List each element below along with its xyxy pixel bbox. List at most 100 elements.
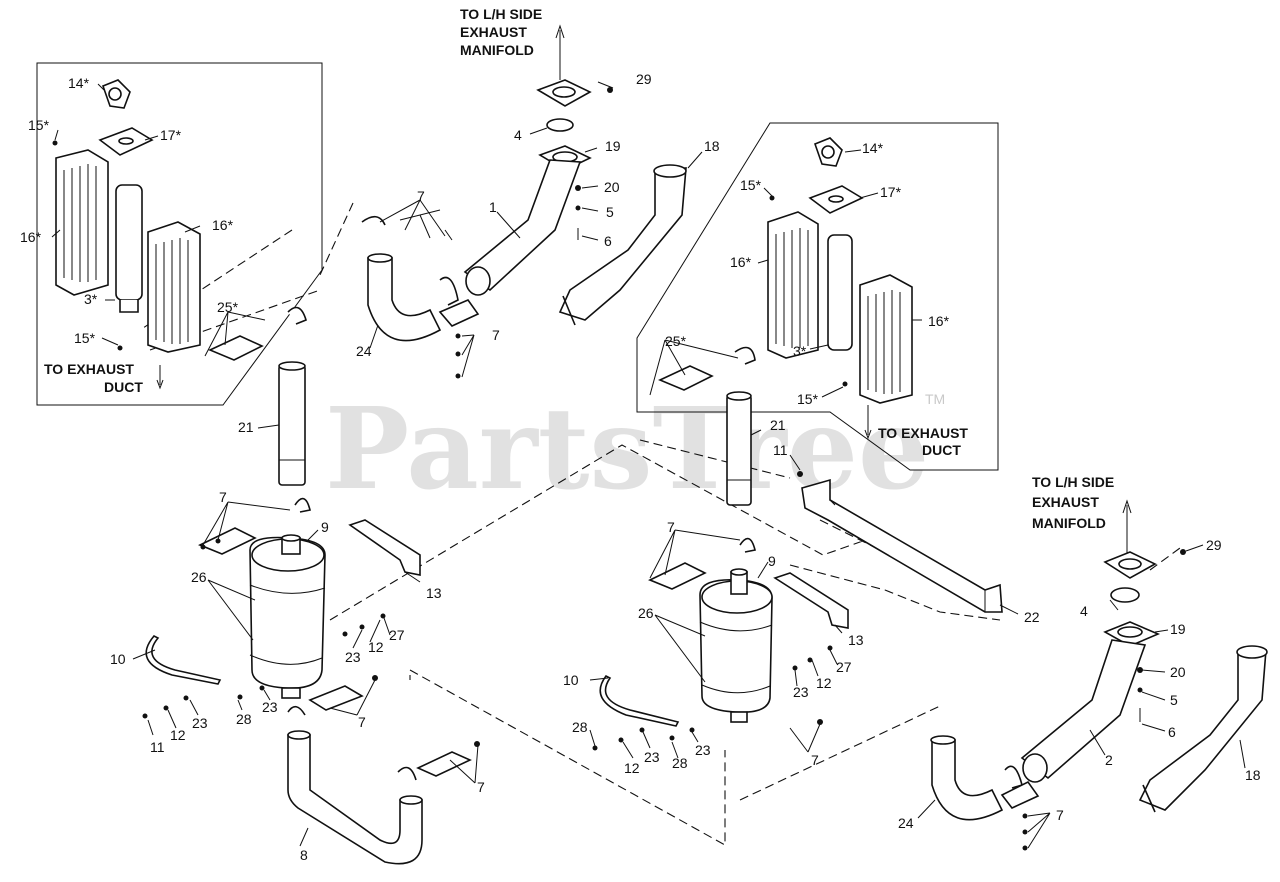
callout-label: 23 xyxy=(793,684,809,700)
note-line: MANIFOLD xyxy=(1032,515,1106,531)
callout-label: 11 xyxy=(773,442,788,458)
note-line: EXHAUST xyxy=(460,24,527,40)
note-exhaust-duct-left: TO EXHAUST DUCT xyxy=(44,361,143,395)
callout-label: 7 xyxy=(358,714,366,730)
left-muffler-3 xyxy=(115,184,143,301)
callout-label: 17* xyxy=(880,184,902,200)
exhaust-pipe-1 xyxy=(463,159,582,292)
callout-label: 24 xyxy=(356,343,372,359)
upper-center-pipes xyxy=(463,24,687,326)
callout-label: 25* xyxy=(217,299,239,315)
callout-label: 7 xyxy=(492,327,500,343)
note-lh-manifold-right: TO L/H SIDE EXHAUST MANIFOLD xyxy=(1032,474,1114,531)
callout-label: 28 xyxy=(672,755,688,771)
callout-label: 17* xyxy=(160,127,182,143)
strap-10-left xyxy=(145,635,222,685)
left-inset-box xyxy=(36,62,323,406)
callout-labels: 14* 15* 17* 16* 16* 3* 15* 25* 29 4 19 1… xyxy=(20,71,1261,863)
muffler-9-left xyxy=(198,497,326,699)
right-inset-box xyxy=(636,122,999,471)
bracket-13-right xyxy=(773,572,849,629)
note-line: TO L/H SIDE xyxy=(460,6,542,22)
callout-label: 14* xyxy=(862,140,884,156)
callout-label: 24 xyxy=(898,815,914,831)
callout-label: 7 xyxy=(1056,807,1064,823)
callout-label: 25* xyxy=(665,333,687,349)
bracket-22 xyxy=(801,478,1003,613)
elbow-24-left xyxy=(361,209,480,379)
callout-label: 11 xyxy=(150,739,165,755)
left-u-bolt-25 xyxy=(287,306,307,325)
muffler-9-right xyxy=(648,537,773,723)
callout-label: 3* xyxy=(793,343,807,359)
watermark-text: PartsTree xyxy=(325,384,929,515)
gasket-4-top xyxy=(546,118,574,132)
callout-label: 18 xyxy=(1245,767,1261,783)
callout-label: 12 xyxy=(816,675,832,691)
callout-label: 21 xyxy=(238,419,254,435)
callout-label: 10 xyxy=(110,651,126,667)
callout-label: 23 xyxy=(345,649,361,665)
callout-label: 27 xyxy=(836,659,852,675)
callout-label: 4 xyxy=(1080,603,1088,619)
dashed-leader-left-assembly xyxy=(139,202,941,846)
note-line: MANIFOLD xyxy=(460,42,534,58)
callout-label: 23 xyxy=(192,715,208,731)
bracket-13-left xyxy=(348,519,421,576)
callout-label: 13 xyxy=(848,632,864,648)
callout-label: 7 xyxy=(219,489,227,505)
callout-label: 7 xyxy=(811,752,819,768)
callout-label: 23 xyxy=(644,749,660,765)
callout-label: 9 xyxy=(321,519,329,535)
right-inset-parts xyxy=(658,137,913,440)
callout-label: 22 xyxy=(1024,609,1040,625)
note-line: DUCT xyxy=(922,442,961,458)
note-line: TO EXHAUST xyxy=(44,361,134,377)
pipe-18-top xyxy=(558,167,687,321)
left-heat-shield-16b xyxy=(147,221,201,353)
note-line: TO EXHAUST xyxy=(878,425,968,441)
callout-label: 9 xyxy=(768,553,776,569)
callout-label: 23 xyxy=(262,699,278,715)
callout-label: 23 xyxy=(695,742,711,758)
callout-label: 2 xyxy=(1105,752,1113,768)
callout-label: 6 xyxy=(604,233,612,249)
hardware-fasteners xyxy=(142,471,833,751)
callout-label: 19 xyxy=(1170,621,1186,637)
callout-label: 8 xyxy=(300,847,308,863)
callout-label: 28 xyxy=(236,711,252,727)
callout-label: 16* xyxy=(20,229,42,245)
callout-label: 12 xyxy=(368,639,384,655)
callout-label: 12 xyxy=(624,760,640,776)
callout-label: 28 xyxy=(572,719,588,735)
callout-label: 29 xyxy=(1206,537,1222,553)
dashed-leader-right-assembly xyxy=(639,439,1181,621)
note-line: TO L/H SIDE xyxy=(1032,474,1114,490)
callout-label: 7 xyxy=(477,779,485,795)
callout-label: 19 xyxy=(605,138,621,154)
callout-label: 26 xyxy=(191,569,207,585)
left-heat-shield-16a xyxy=(55,149,109,296)
left-inset-parts xyxy=(52,79,307,390)
callout-label: 20 xyxy=(1170,664,1186,680)
note-line: EXHAUST xyxy=(1032,494,1099,510)
pipe-21-left xyxy=(278,361,306,486)
callout-label: 20 xyxy=(604,179,620,195)
callout-label: 10 xyxy=(563,672,579,688)
callout-label: 13 xyxy=(426,585,442,601)
callout-label: 5 xyxy=(1170,692,1178,708)
callout-label: 16* xyxy=(928,313,950,329)
callout-label: 15* xyxy=(740,177,762,193)
strap-10-right xyxy=(599,674,680,727)
callout-label: 15* xyxy=(797,391,819,407)
callout-label: 5 xyxy=(606,204,614,220)
callout-label: 16* xyxy=(212,217,234,233)
elbow-24-right xyxy=(930,735,1040,851)
callout-label: 26 xyxy=(638,605,654,621)
callout-label: 3* xyxy=(84,291,98,307)
callout-label: 29 xyxy=(636,71,652,87)
callout-label: 27 xyxy=(389,627,405,643)
callout-label: 7 xyxy=(667,519,675,535)
